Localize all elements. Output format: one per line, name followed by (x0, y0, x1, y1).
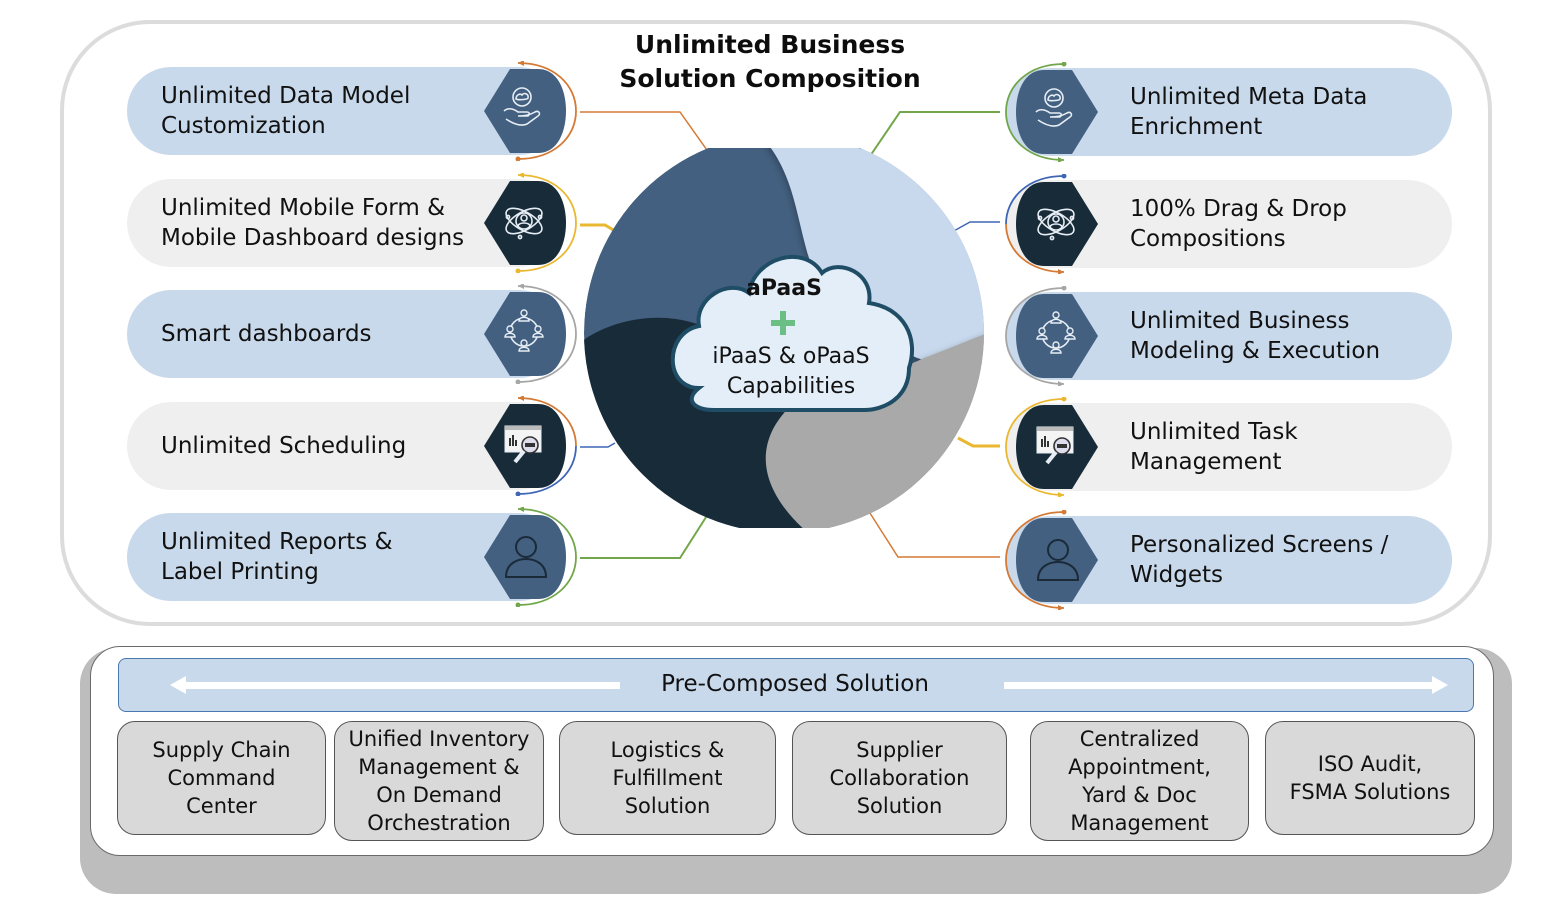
hand-cloud-icon (1032, 86, 1076, 134)
left-feature-badge-2 (474, 172, 584, 277)
report-magnifier-icon (1032, 421, 1080, 473)
center-segment-light (754, 133, 984, 363)
feature-label: Unlimited Data Model Customization (161, 83, 411, 139)
team-network-icon (500, 308, 548, 360)
hand-cloud-icon (500, 85, 544, 133)
left-feature-badge-4 (474, 395, 584, 500)
center-line-1: iPaaS & oPaaS (712, 344, 870, 369)
center-segment-gray (757, 328, 984, 533)
atom-user-icon (500, 197, 548, 249)
solution-box[interactable]: Supplier Collaboration Solution (792, 721, 1007, 835)
feature-label: Unlimited Business Modeling & Execution (1130, 308, 1381, 364)
left-feature-badge-3 (474, 283, 584, 388)
right-feature-badge-4 (998, 396, 1108, 501)
feature-label: Unlimited Reports & Label Printing (161, 529, 393, 585)
feature-label: Unlimited Task Management (1130, 419, 1298, 475)
center-line-2: Capabilities (726, 374, 856, 399)
left-feature-badge-1 (474, 60, 584, 165)
plus-icon (771, 311, 795, 335)
feature-label: Unlimited Scheduling (161, 433, 407, 459)
feature-label: Smart dashboards (161, 321, 372, 347)
atom-user-icon (1032, 198, 1080, 250)
solution-box[interactable]: Logistics & Fulfillment Solution (559, 721, 776, 835)
right-feature-badge-2 (998, 173, 1108, 278)
right-feature-badge-3 (998, 285, 1108, 390)
banner-arrows (170, 676, 1448, 694)
center-apaas-label: aPaaS (746, 276, 822, 301)
left-feature-pill-5: Unlimited Reports & Label Printing (127, 513, 563, 601)
solution-box[interactable]: Supply Chain Command Center (117, 721, 326, 835)
diagram-title: Unlimited Business Solution Composition (560, 28, 980, 96)
left-feature-pill-2: Unlimited Mobile Form & Mobile Dashboard… (127, 179, 563, 267)
right-feature-badge-5 (998, 509, 1108, 614)
center-swirl (584, 133, 984, 533)
arrow-right-icon (1004, 676, 1448, 694)
user-icon (1032, 534, 1084, 590)
right-feature-pill-4: Unlimited Task Management (1006, 403, 1452, 491)
team-network-icon (1032, 310, 1080, 362)
feature-label: 100% Drag & Drop Compositions (1130, 196, 1347, 252)
right-feature-pill-5: Personalized Screens / Widgets (1006, 516, 1452, 604)
title-line-2: Solution Composition (619, 64, 921, 93)
center-capabilities-label: iPaaS & oPaaS Capabilities (671, 342, 911, 402)
feature-label: Personalized Screens / Widgets (1130, 532, 1389, 588)
left-feature-badge-5 (474, 506, 584, 611)
solution-box[interactable]: ISO Audit, FSMA Solutions (1265, 721, 1475, 835)
pre-composed-label: Pre-Composed Solution (661, 671, 929, 697)
cloud-shape (670, 255, 915, 412)
feature-label: Unlimited Meta Data Enrichment (1130, 84, 1368, 140)
solution-box[interactable]: Unified Inventory Management & On Demand… (334, 721, 544, 841)
feature-label: Unlimited Mobile Form & Mobile Dashboard… (161, 195, 465, 251)
right-feature-pill-3: Unlimited Business Modeling & Execution (1006, 292, 1452, 380)
report-magnifier-icon (500, 420, 548, 472)
center-diagram: aPaaS iPaaS & oPaaS Capabilities (584, 133, 994, 533)
title-line-1: Unlimited Business (634, 30, 906, 59)
right-feature-badge-1 (998, 61, 1108, 166)
user-icon (500, 531, 552, 587)
solution-box[interactable]: Centralized Appointment, Yard & Doc Mana… (1030, 721, 1249, 841)
arrow-left-icon (170, 676, 620, 694)
